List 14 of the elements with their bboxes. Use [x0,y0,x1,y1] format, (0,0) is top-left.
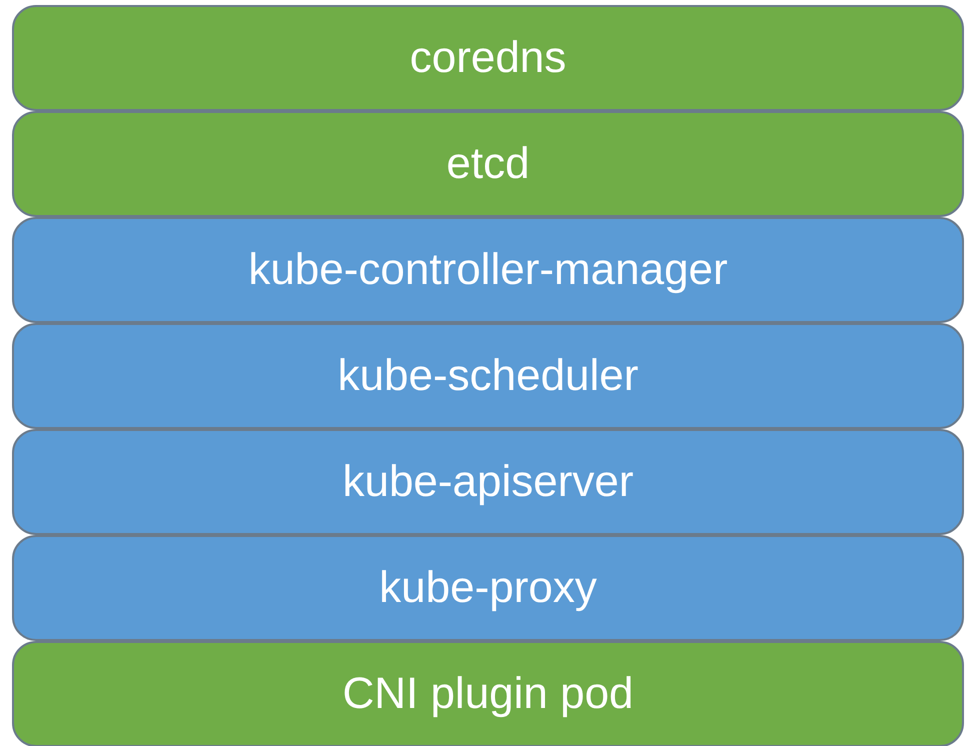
layer-label: kube-scheduler [338,352,638,400]
layer-box [12,323,964,429]
layer-label: kube-proxy [379,564,597,612]
layer-box [12,535,964,641]
layer-label: kube-apiserver [342,458,634,506]
layer-box [12,217,964,323]
layer-label: etcd [446,140,530,188]
layer-label: CNI plugin pod [342,670,634,718]
layer-label: kube-controller-manager [248,246,728,294]
layer-label: coredns [410,34,566,82]
layer-box [12,111,964,217]
layer-box [12,5,964,111]
layer-box [12,429,964,535]
layer-box [12,641,964,746]
